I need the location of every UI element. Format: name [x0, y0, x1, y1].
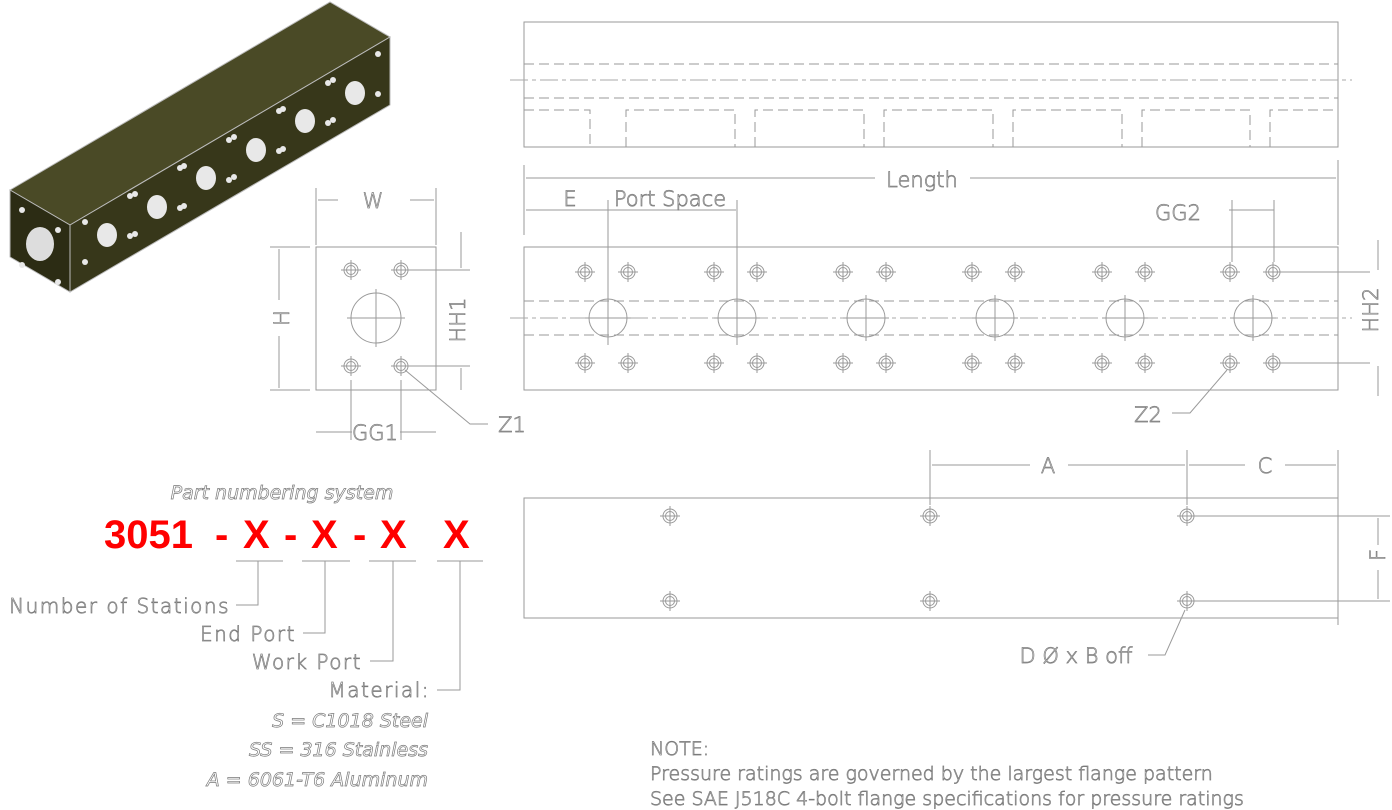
- w-label: W: [363, 189, 384, 213]
- hh1-label: HH1: [446, 298, 470, 343]
- legend-material: Material:: [329, 678, 431, 702]
- end-view: [270, 188, 488, 440]
- hh2-label: HH2: [1359, 288, 1383, 333]
- z2-label: Z2: [1134, 403, 1162, 427]
- port-circle-icon: [347, 289, 405, 347]
- bolt-hole-icon: [876, 353, 896, 373]
- bolt-hole-icon: [660, 591, 680, 611]
- note-line-1: Pressure ratings are governed by the lar…: [650, 763, 1213, 785]
- gg1-label: GG1: [352, 421, 398, 445]
- bolt-hole-icon: [618, 262, 638, 282]
- e-label: E: [563, 187, 576, 211]
- part-base: 3051: [104, 513, 193, 557]
- port-circle-icon: [714, 295, 760, 341]
- material-aluminum: A = 6061-T6 Aluminum: [205, 769, 428, 791]
- legend-work-port: Work Port: [252, 650, 362, 674]
- port-circle-icon: [843, 295, 889, 341]
- bolt-hole-icon: [341, 356, 361, 376]
- material-steel: S = C1018 Steel: [272, 710, 429, 732]
- port-circle-icon: [1230, 295, 1276, 341]
- bolt-hole-icon: [575, 353, 595, 373]
- bolt-hole-icon: [747, 262, 767, 282]
- port-space-label: Port Space: [614, 187, 726, 211]
- port-circle-icon: [1102, 295, 1148, 341]
- d-bolt-label: D Ø x B off: [1020, 644, 1133, 668]
- note-line-2: See SAE J518C 4-bolt flange specificatio…: [650, 788, 1244, 810]
- bolt-hole-icon: [575, 262, 595, 282]
- part-sep-3: -: [353, 513, 366, 557]
- bolt-hole-icon: [1135, 262, 1155, 282]
- gg2-label: GG2: [1155, 201, 1201, 225]
- part-field-end-port: X: [311, 513, 338, 557]
- bolt-hole-icon: [833, 353, 853, 373]
- bolt-hole-icon: [920, 591, 940, 611]
- part-sep-1: -: [215, 513, 228, 557]
- length-label: Length: [886, 168, 958, 192]
- port-circle-icon: [972, 295, 1018, 341]
- material-stainless: SS = 316 Stainless: [249, 739, 428, 761]
- bolt-hole-icon: [833, 262, 853, 282]
- port-circle-icon: [585, 295, 631, 341]
- bolt-hole-icon: [1092, 353, 1112, 373]
- bolt-hole-icon: [1263, 262, 1283, 282]
- part-field-stations: X: [243, 513, 270, 557]
- bolt-hole-icon: [920, 506, 940, 526]
- bolt-hole-icon: [618, 353, 638, 373]
- bolt-hole-icon: [704, 262, 724, 282]
- bolt-hole-icon: [1177, 591, 1197, 611]
- a-label: A: [1041, 454, 1055, 478]
- bolt-hole-icon: [962, 353, 982, 373]
- bolt-hole-icon: [1220, 262, 1240, 282]
- bolt-hole-icon: [1220, 353, 1240, 373]
- legend-stations: Number of Stations: [9, 594, 230, 618]
- bolt-hole-icon: [341, 260, 361, 280]
- top-view: [510, 21, 1352, 148]
- bolt-hole-icon: [391, 356, 411, 376]
- part-sep-2: -: [284, 513, 297, 557]
- bolt-hole-icon: [1092, 262, 1112, 282]
- part-field-material: X: [443, 513, 470, 557]
- legend-end-port: End Port: [200, 622, 296, 646]
- bolt-hole-icon: [962, 262, 982, 282]
- front-view: [510, 240, 1379, 414]
- bottom-view: [523, 450, 1390, 656]
- bolt-hole-icon: [1005, 262, 1025, 282]
- bolt-hole-icon: [876, 262, 896, 282]
- c-label: C: [1258, 454, 1273, 478]
- part-numbering-title: Part numbering system: [171, 482, 394, 504]
- z1-label: Z1: [498, 413, 526, 437]
- f-label: F: [1366, 549, 1390, 561]
- note-heading: NOTE:: [650, 738, 709, 760]
- part-field-work-port: X: [380, 513, 407, 557]
- bolt-hole-icon: [660, 506, 680, 526]
- bolt-hole-icon: [1005, 353, 1025, 373]
- bolt-hole-icon: [1177, 506, 1197, 526]
- h-label: H: [270, 310, 294, 326]
- bolt-hole-icon: [704, 353, 724, 373]
- manifold-isometric-view: [9, 1, 391, 293]
- bolt-hole-icon: [747, 353, 767, 373]
- bolt-hole-icon: [1135, 353, 1155, 373]
